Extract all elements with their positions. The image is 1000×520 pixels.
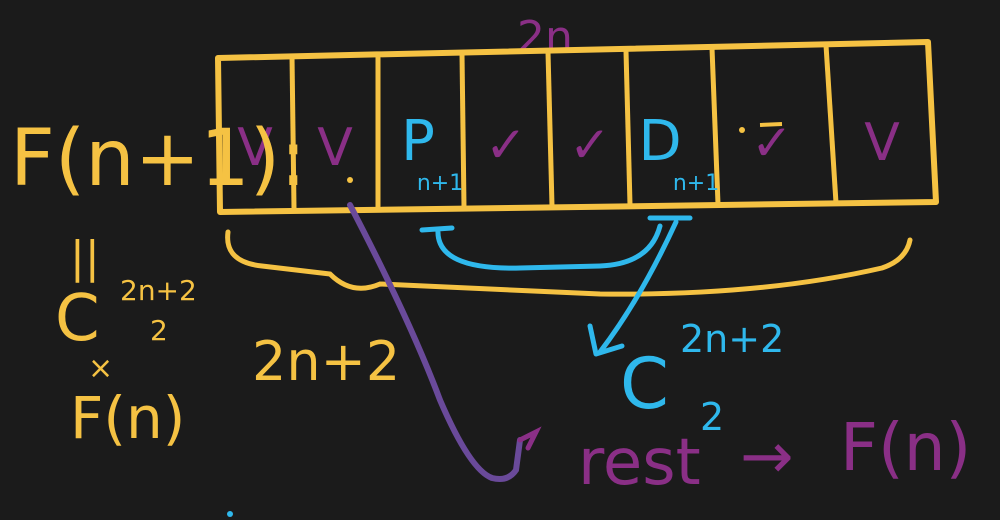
cell-divider — [545, 51, 555, 207]
function-lhs: F(n+1): — [10, 114, 306, 204]
pair-arrow — [597, 219, 679, 355]
f-n-left: F(n) — [70, 384, 185, 452]
cell-divider — [709, 47, 721, 205]
cell-divider — [823, 44, 839, 204]
pair-arrowhead — [587, 323, 625, 357]
bracket-label: 2n+2 — [252, 330, 400, 393]
stray-dot — [227, 511, 233, 517]
combination-left-top: 2n+2 — [120, 274, 197, 307]
cell-3-mark: P — [401, 109, 435, 174]
arrow-label: → — [740, 420, 794, 494]
tick-mark — [759, 122, 783, 127]
cell-2-mark: V — [317, 118, 353, 178]
cell-divider — [289, 55, 297, 209]
top-width-label: 2n — [517, 12, 573, 63]
combination-left-symbol: C — [55, 282, 100, 356]
cell-6-mark: D — [638, 109, 681, 174]
cell-5-mark: ✓ — [569, 116, 611, 174]
combination-right-bottom: 2 — [700, 395, 724, 439]
array-box — [215, 39, 939, 215]
cell-4-mark: ✓ — [485, 116, 527, 174]
f-n-right: F(n) — [840, 409, 971, 486]
rest-curve-hook — [517, 426, 542, 451]
equals-sign: || — [70, 232, 100, 283]
cell-8-mark: V — [864, 113, 900, 173]
times-sign: × — [88, 351, 113, 386]
cell-divider — [459, 53, 467, 208]
cell-6-subscript: n+1 — [673, 171, 719, 196]
rest-label: rest — [578, 426, 701, 500]
rest-curve — [347, 202, 523, 482]
combination-right-top: 2n+2 — [680, 317, 784, 361]
dot-mark — [347, 177, 353, 183]
dot-mark — [739, 127, 745, 133]
cell-divider — [623, 50, 633, 206]
combination-right-symbol: C — [620, 343, 669, 425]
underbrace — [225, 229, 913, 297]
cell-1-mark: V — [237, 118, 273, 178]
pair-connector — [419, 215, 693, 271]
combination-left-bottom: 2 — [150, 314, 168, 347]
cell-3-subscript: n+1 — [417, 171, 463, 196]
